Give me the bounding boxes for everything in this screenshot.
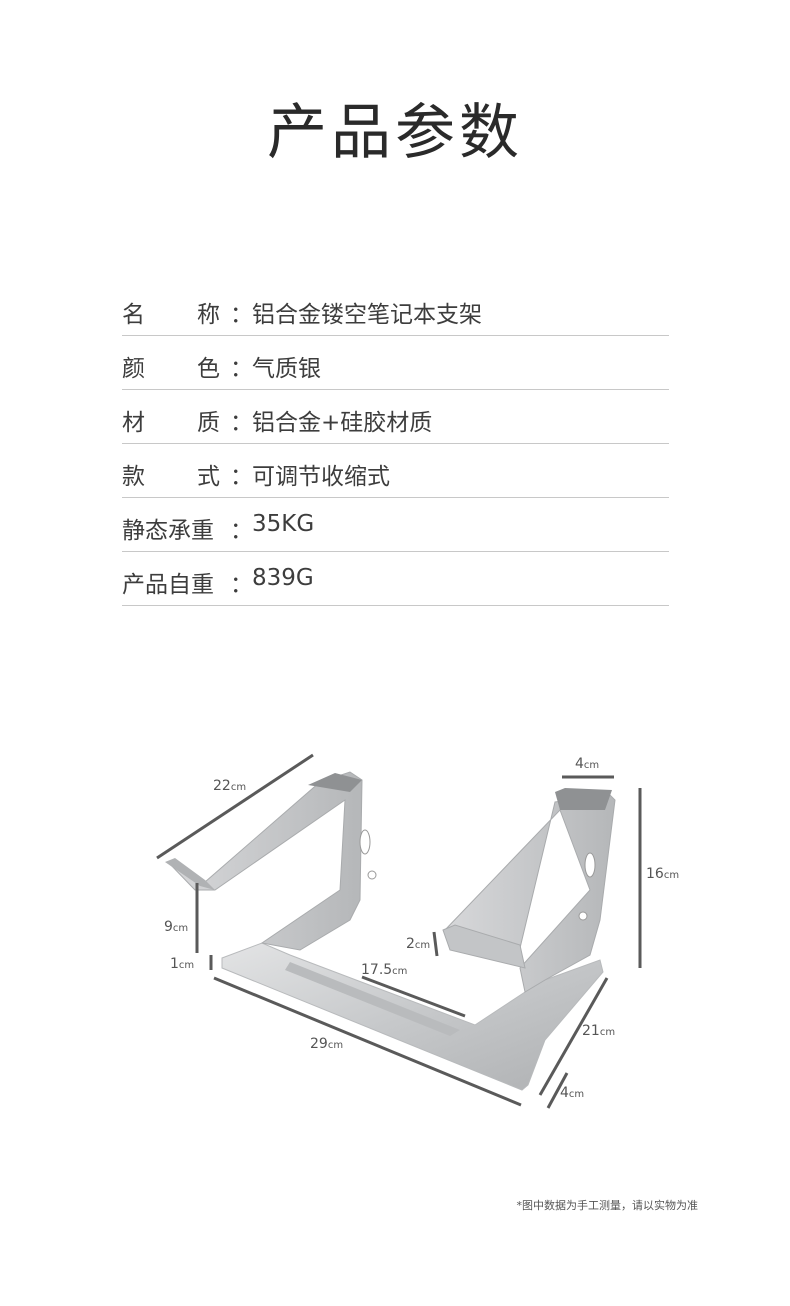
dim-16: 16cm (646, 866, 680, 882)
stand-base-slot (285, 962, 460, 1036)
spec-value: 35KG (252, 511, 315, 537)
dim-22: 22cm (213, 778, 247, 794)
dim-21: 21cm (582, 1023, 616, 1039)
spec-value: 可调节收缩式 (252, 464, 390, 490)
dim-1: 1cm (170, 956, 195, 972)
spec-colon: ： (230, 410, 253, 436)
dim-4-top: 4cm (575, 756, 600, 772)
dimension-lines (156, 753, 642, 1109)
spec-label: 颜色 (122, 356, 220, 382)
spec-label: 材质 (122, 410, 220, 436)
stand-left-hole (359, 829, 371, 855)
spec-row: 静态承重 ： 35KG (122, 498, 669, 552)
stand-left-hole-small (367, 870, 377, 880)
spec-label: 产品自重 (122, 572, 214, 598)
spec-row: 产品自重 ： 839G (122, 552, 669, 606)
spec-value: 铝合金+硅胶材质 (252, 410, 433, 436)
dim-2: 2cm (406, 936, 431, 952)
spec-colon: ： (230, 518, 253, 544)
spec-value: 气质银 (252, 356, 321, 382)
stand-right-hole (584, 852, 596, 878)
stand-right-hole-small (578, 911, 588, 921)
spec-row: 颜色 ： 气质银 (122, 336, 669, 390)
spec-colon: ： (230, 356, 253, 382)
spec-table: 名称 ： 铝合金镂空笔记本支架 颜色 ： 气质银 材质 ： 铝合金+硅胶材质 款… (122, 282, 669, 606)
spec-label: 款式 (122, 464, 220, 490)
stand-left-top (308, 773, 362, 792)
spec-colon: ： (230, 572, 253, 598)
spec-label: 名称 (122, 302, 220, 328)
page-title: 产品参数 (267, 98, 523, 168)
dim-4-bottom: 4cm (560, 1085, 585, 1101)
spec-row: 款式 ： 可调节收缩式 (122, 444, 669, 498)
stand-right-arm (444, 794, 616, 993)
spec-colon: ： (230, 302, 253, 328)
spec-value: 839G (252, 565, 314, 591)
spec-row: 材质 ： 铝合金+硅胶材质 (122, 390, 669, 444)
spec-row: 名称 ： 铝合金镂空笔记本支架 (122, 282, 669, 336)
dim-17-5: 17.5cm (361, 962, 408, 978)
laptop-stand-illustration (156, 753, 642, 1109)
dim-9: 9cm (164, 919, 189, 935)
spec-label: 静态承重 (122, 518, 214, 544)
spec-colon: ： (230, 464, 253, 490)
measurement-footnote: *图中数据为手工测量，请以实物为准 (516, 1199, 699, 1212)
dim-29: 29cm (310, 1036, 344, 1052)
spec-value: 铝合金镂空笔记本支架 (252, 302, 482, 328)
stand-right-lip (442, 924, 526, 969)
stand-right-top (555, 788, 612, 810)
stand-left-lip (165, 858, 215, 890)
